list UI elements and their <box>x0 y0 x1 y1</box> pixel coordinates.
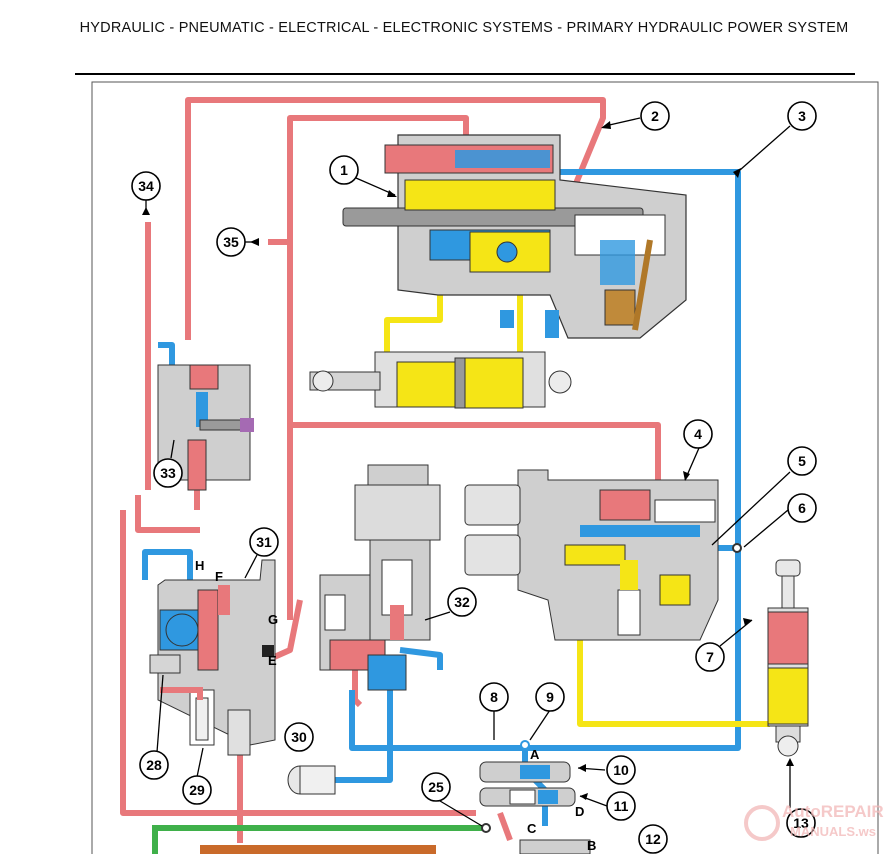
control-valve-4 <box>464 469 719 641</box>
callout-circle-4 <box>683 419 713 449</box>
callout-circle-8 <box>479 682 509 712</box>
callout-13: 13 <box>793 815 809 831</box>
callout-circle-3 <box>787 101 817 131</box>
callout-circle-10 <box>606 755 636 785</box>
callout-circle-9 <box>535 682 565 712</box>
page-title: HYDRAULIC - PNEUMATIC - ELECTRICAL - ELE… <box>79 20 849 36</box>
watermark-line1: AutoREPAIR <box>782 802 884 821</box>
priority-valve-31 <box>149 559 276 756</box>
callout-circle-28 <box>139 750 169 780</box>
callout-3: 3 <box>798 108 806 124</box>
callout-12: 12 <box>645 831 661 847</box>
callout-circle-25 <box>421 772 451 802</box>
connector-5 <box>732 543 742 553</box>
callout-5: 5 <box>798 453 806 469</box>
callout-circle-33 <box>153 458 183 488</box>
watermark-logo-icon <box>744 805 780 841</box>
callout-25: 25 <box>428 779 444 795</box>
callout-circle-13 <box>786 808 816 838</box>
connector-9 <box>520 740 530 750</box>
callout-6: 6 <box>798 500 806 516</box>
callout-34: 34 <box>138 178 154 194</box>
callout-7: 7 <box>706 649 714 665</box>
callout-10: 10 <box>613 762 629 778</box>
callout-circle-32 <box>447 587 477 617</box>
callout-circles <box>131 101 817 854</box>
callout-33: 33 <box>160 465 176 481</box>
callout-circle-31 <box>249 527 279 557</box>
port-c: C <box>527 821 537 836</box>
callout-4: 4 <box>694 426 702 442</box>
connector-25 <box>481 823 491 833</box>
callout-circle-6 <box>787 493 817 523</box>
callout-28: 28 <box>146 757 162 773</box>
callout-circle-2 <box>640 101 670 131</box>
callout-9: 9 <box>546 689 554 705</box>
pump-32 <box>319 464 441 691</box>
port-d: D <box>575 804 584 819</box>
callout-35: 35 <box>223 234 239 250</box>
valve-block-10-11 <box>479 761 591 854</box>
callout-8: 8 <box>490 689 498 705</box>
callout-circle-5 <box>787 446 817 476</box>
supply-line <box>152 825 488 854</box>
watermark: AutoREPAIR MANUALS.ws <box>744 802 884 841</box>
port-a: A <box>530 747 540 762</box>
port-e: E <box>268 653 277 668</box>
steering-cylinder-13 <box>767 559 809 757</box>
port-h: H <box>195 558 204 573</box>
callout-circle-30 <box>284 722 314 752</box>
diagram-frame <box>91 81 879 854</box>
callout-30: 30 <box>291 729 307 745</box>
header-rule <box>75 73 855 75</box>
callout-circle-1 <box>329 155 359 185</box>
leader-lines <box>145 117 791 827</box>
filter-30 <box>287 765 336 795</box>
callout-circle-11 <box>606 791 636 821</box>
lift-cylinder <box>309 351 572 409</box>
port-g: G <box>268 612 278 627</box>
callout-circle-34 <box>131 171 161 201</box>
callout-circle-7 <box>695 642 725 672</box>
leader-arrowheads <box>142 121 794 800</box>
callout-circle-35 <box>216 227 246 257</box>
callout-29: 29 <box>189 782 205 798</box>
callout-numbers: 1 2 3 4 5 6 7 8 9 10 11 12 13 25 28 29 3… <box>138 108 809 847</box>
callout-32: 32 <box>454 594 470 610</box>
callout-circle-29 <box>182 775 212 805</box>
port-letters: A B C D E F G H <box>195 558 596 853</box>
callout-31: 31 <box>256 534 272 550</box>
callout-1: 1 <box>340 162 348 178</box>
watermark-line2: MANUALS.ws <box>790 824 876 839</box>
port-f: F <box>215 569 223 584</box>
callout-circle-12 <box>638 824 668 854</box>
reservoir <box>200 845 436 854</box>
callout-11: 11 <box>614 798 629 814</box>
control-valve-1 <box>342 134 687 339</box>
callout-2: 2 <box>651 108 659 124</box>
port-b: B <box>587 838 596 853</box>
